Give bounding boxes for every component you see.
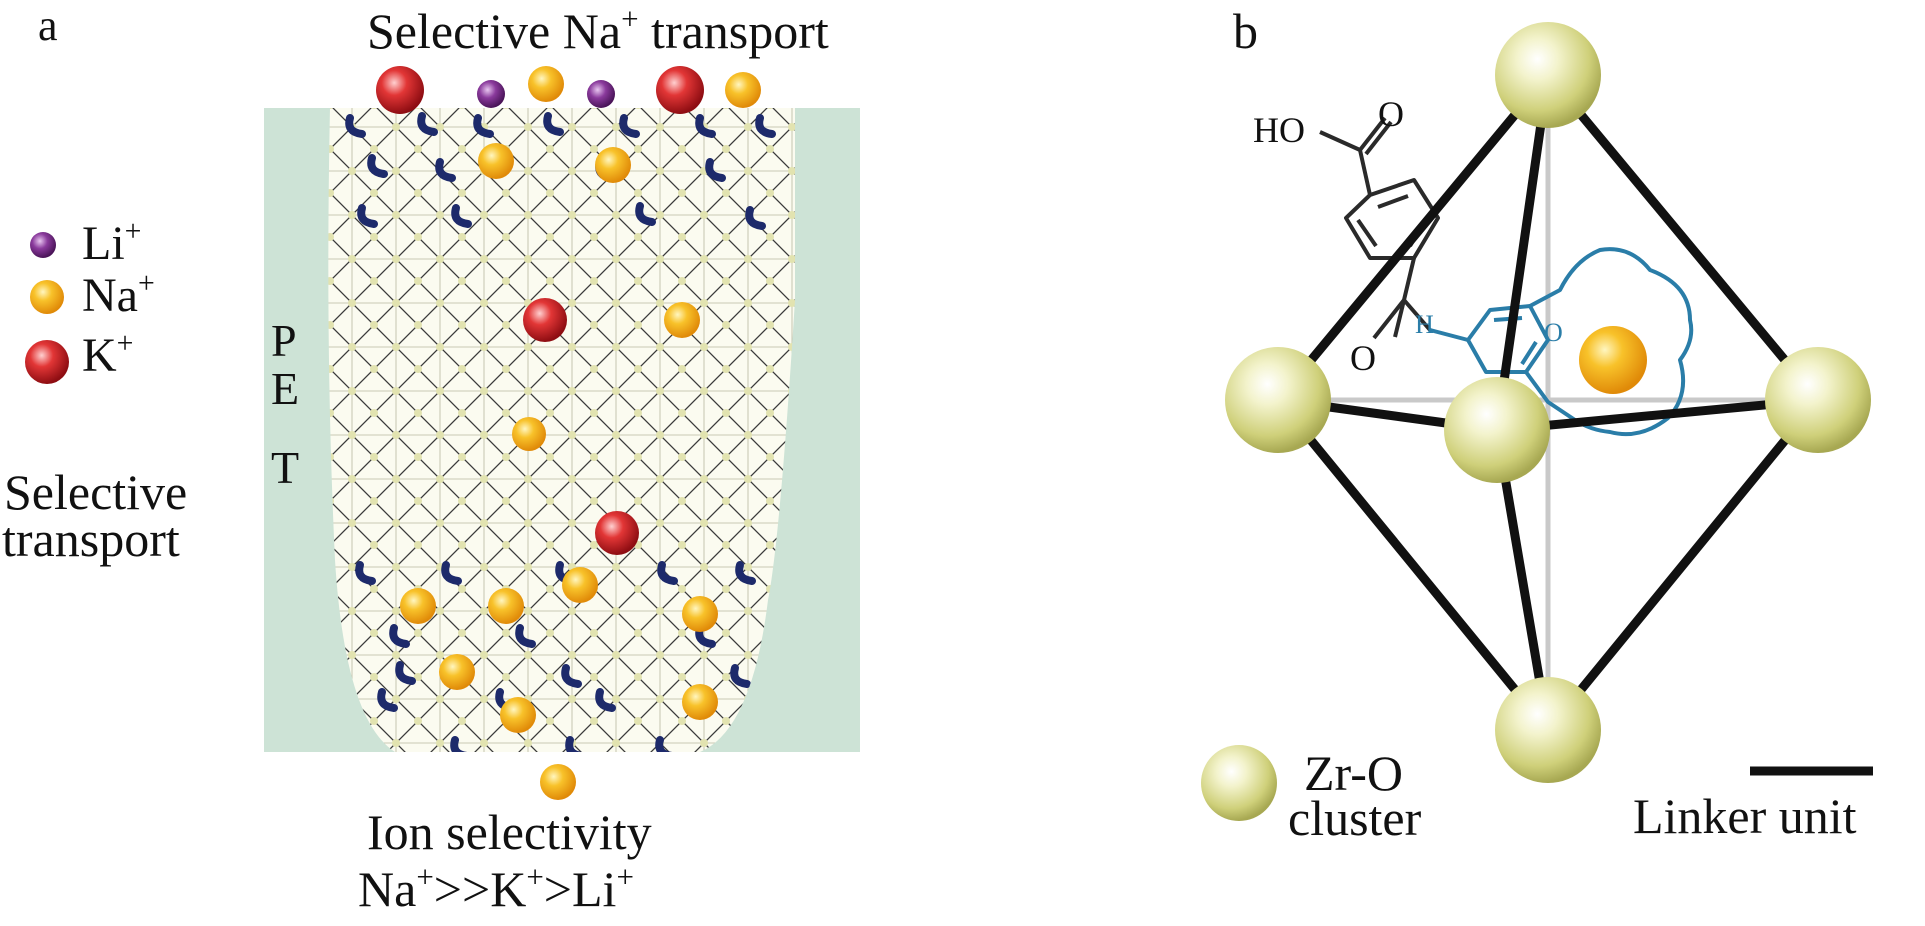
panel-a-label: a bbox=[38, 1, 58, 50]
channel-k-ions bbox=[523, 298, 639, 555]
legend-na-ion bbox=[30, 280, 64, 314]
legend-cluster-line1: Zr-O bbox=[1304, 745, 1403, 801]
pet-letter-p: P bbox=[271, 315, 297, 366]
panel-b-label: b bbox=[1233, 3, 1258, 59]
zr-o-clusters bbox=[1225, 22, 1871, 783]
chem-o-top: O bbox=[1378, 94, 1404, 134]
exit-na-ion bbox=[540, 764, 576, 800]
side-caption-line2: transport bbox=[2, 511, 180, 567]
chem-crown-o: O bbox=[1544, 318, 1563, 347]
legend-li-label: Li+ bbox=[82, 214, 142, 270]
pet-letter-e: E bbox=[271, 363, 300, 414]
pet-letter-t: T bbox=[271, 442, 300, 493]
channel-lattice bbox=[328, 108, 795, 752]
chem-o-amide: O bbox=[1350, 338, 1376, 378]
legend-li-ion bbox=[30, 232, 56, 258]
legend-cluster-line2: cluster bbox=[1288, 790, 1422, 846]
selectivity-order: Na+>>K+>Li+ bbox=[358, 858, 634, 917]
chem-n-h: H bbox=[1415, 310, 1434, 339]
crown-ether-linker bbox=[1319, 116, 1694, 437]
crown-ether-linkers bbox=[345, 112, 776, 752]
entry-ions bbox=[376, 66, 761, 114]
legend-k-label: K+ bbox=[82, 326, 134, 382]
bottom-caption: Ion selectivity bbox=[367, 804, 652, 860]
panel-a-top-title: Selective Na+ transport bbox=[367, 0, 829, 59]
legend-linker-label: Linker unit bbox=[1633, 788, 1857, 844]
legend-zr-o-cluster-icon bbox=[1201, 745, 1277, 821]
chem-ho: HO bbox=[1253, 110, 1305, 150]
legend-na-label: Na+ bbox=[82, 266, 155, 322]
crown-na-ion bbox=[1579, 326, 1647, 394]
legend-k-ion bbox=[25, 340, 69, 384]
side-caption-line1: Selective bbox=[4, 464, 188, 520]
channel-na-ions bbox=[400, 143, 718, 733]
